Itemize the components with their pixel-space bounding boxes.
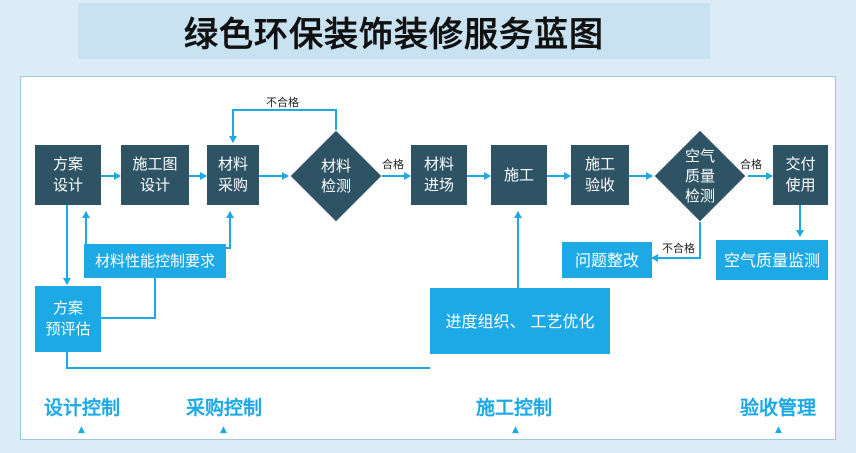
node-material-entry: 材料 进场 [411,145,467,205]
phase-purchase-caret-icon: ▲ [220,425,227,435]
phase-construction-control: 施工控制 [476,397,553,419]
node-design: 方案 设计 [35,145,101,205]
phase-acceptance-management: 验收管理 [740,397,817,419]
node-delivery: 交付 使用 [773,145,828,205]
node-air-quality-monitoring: 空气质量监测 [716,240,828,280]
title-banner [78,3,710,59]
node-material-requirements: 材料性能控制要求 [84,244,226,278]
node-progress-organization: 进度组织、 工艺优化 [430,288,610,354]
phase-design-control: 设计控制 [44,397,121,419]
node-construction-acceptance: 施工 验收 [571,145,629,205]
page-title: 绿色环保装饰装修服务蓝图 [184,14,604,55]
node-construction-drawing: 施工图 设计 [121,145,189,205]
node-material-purchase: 材料 采购 [207,145,259,205]
phase-purchase-control: 采购控制 [186,397,263,419]
edge-label-pass-2: 合格 [740,158,762,171]
edge-label-fail-top: 不合格 [266,96,299,109]
edge-label-fail-2: 不合格 [662,242,695,255]
phase-construction-caret-icon: ▲ [512,425,519,435]
node-plan-evaluation: 方案 预评估 [35,286,101,352]
phase-acceptance-caret-icon: ▲ [775,425,782,435]
node-problem-rectification: 问题整改 [562,242,652,278]
node-air-quality-inspection: 空气 质量 检测 [684,147,715,205]
node-material-inspection: 材料 检测 [320,157,351,195]
node-construction: 施工 [491,145,547,205]
edge-label-pass-1: 合格 [382,158,404,171]
phase-design-caret-icon: ▲ [78,425,85,435]
